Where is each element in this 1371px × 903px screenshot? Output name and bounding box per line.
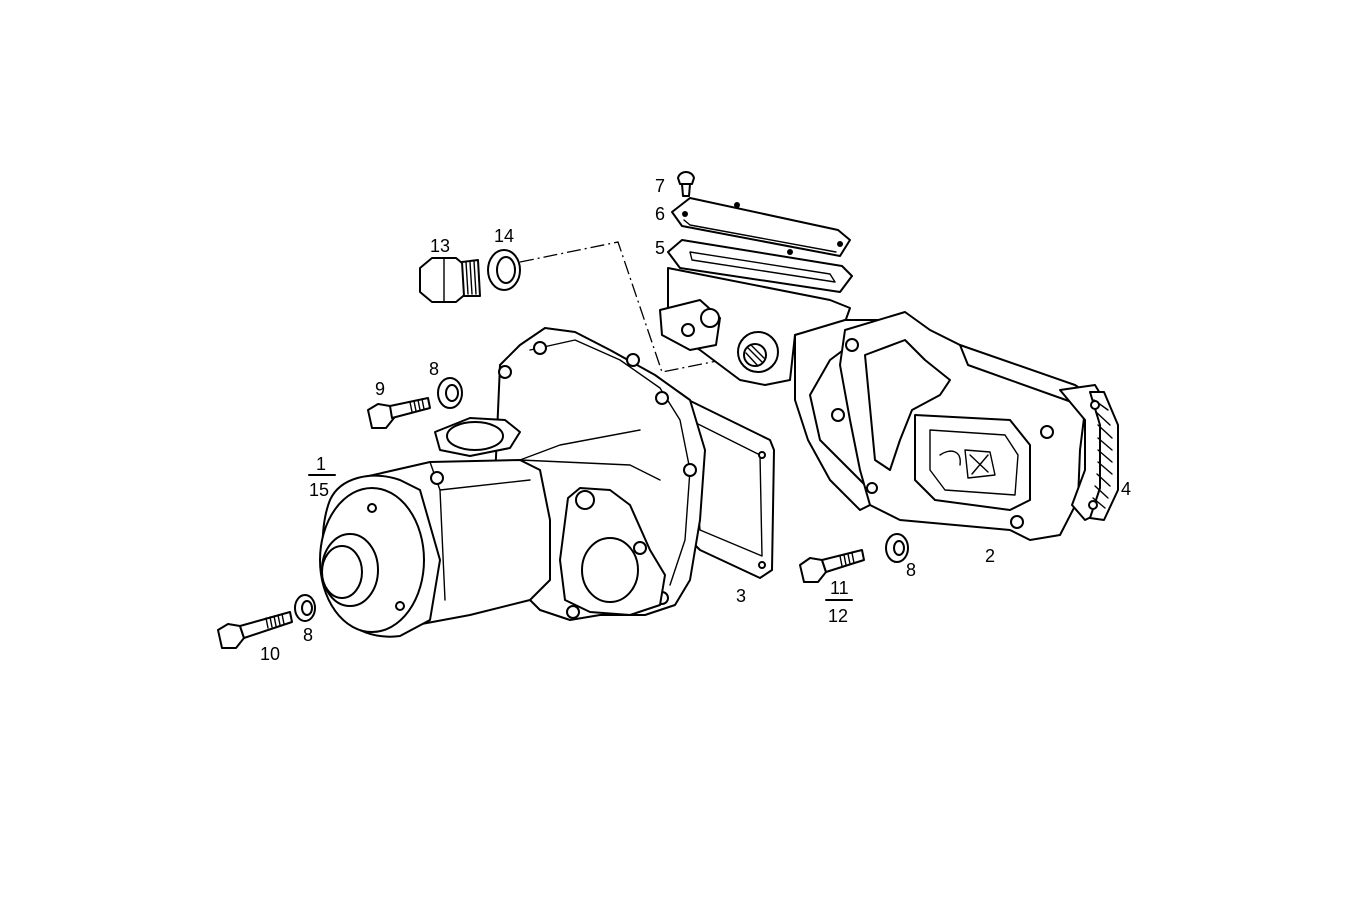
callout-5: 5 [655, 238, 665, 258]
callout-10: 10 [260, 644, 280, 664]
callout-12: 12 [828, 606, 848, 626]
callout-3: 3 [736, 586, 746, 606]
part-9-bolt [367, 397, 431, 429]
callout-8-upper: 8 [429, 359, 439, 379]
callout-11: 11 [830, 578, 849, 598]
part-2-housing [659, 267, 1116, 541]
part-8-washer-right [885, 533, 909, 563]
assembly-centerline [519, 241, 743, 373]
part-4-seal [1088, 391, 1119, 521]
part-5-gasket [667, 239, 853, 293]
part-14-washer [487, 249, 521, 291]
part-1-water-pump [319, 327, 706, 638]
part-13-plug [419, 257, 481, 303]
part-7-screw [677, 171, 695, 197]
callout-6: 6 [655, 204, 665, 224]
part-10-bolt [217, 611, 293, 649]
part-8-washer-upper [437, 377, 463, 409]
callout-2: 2 [985, 546, 995, 566]
callout-9: 9 [375, 379, 385, 399]
callout-15: 15 [309, 480, 329, 500]
part-6-cover-plate [671, 197, 851, 257]
part-11-bolt [799, 549, 865, 583]
callout-7: 7 [655, 176, 665, 196]
part-8-washer-lower [294, 594, 316, 622]
callout-8-right: 8 [906, 560, 916, 580]
callout-4: 4 [1121, 479, 1131, 499]
callout-labels: 1 15 2 3 4 5 6 7 8 8 8 9 10 11 12 13 14 [260, 176, 1131, 664]
callout-8-lower: 8 [303, 625, 313, 645]
callout-13: 13 [430, 236, 450, 256]
callout-14: 14 [494, 226, 514, 246]
callout-1: 1 [316, 454, 326, 474]
